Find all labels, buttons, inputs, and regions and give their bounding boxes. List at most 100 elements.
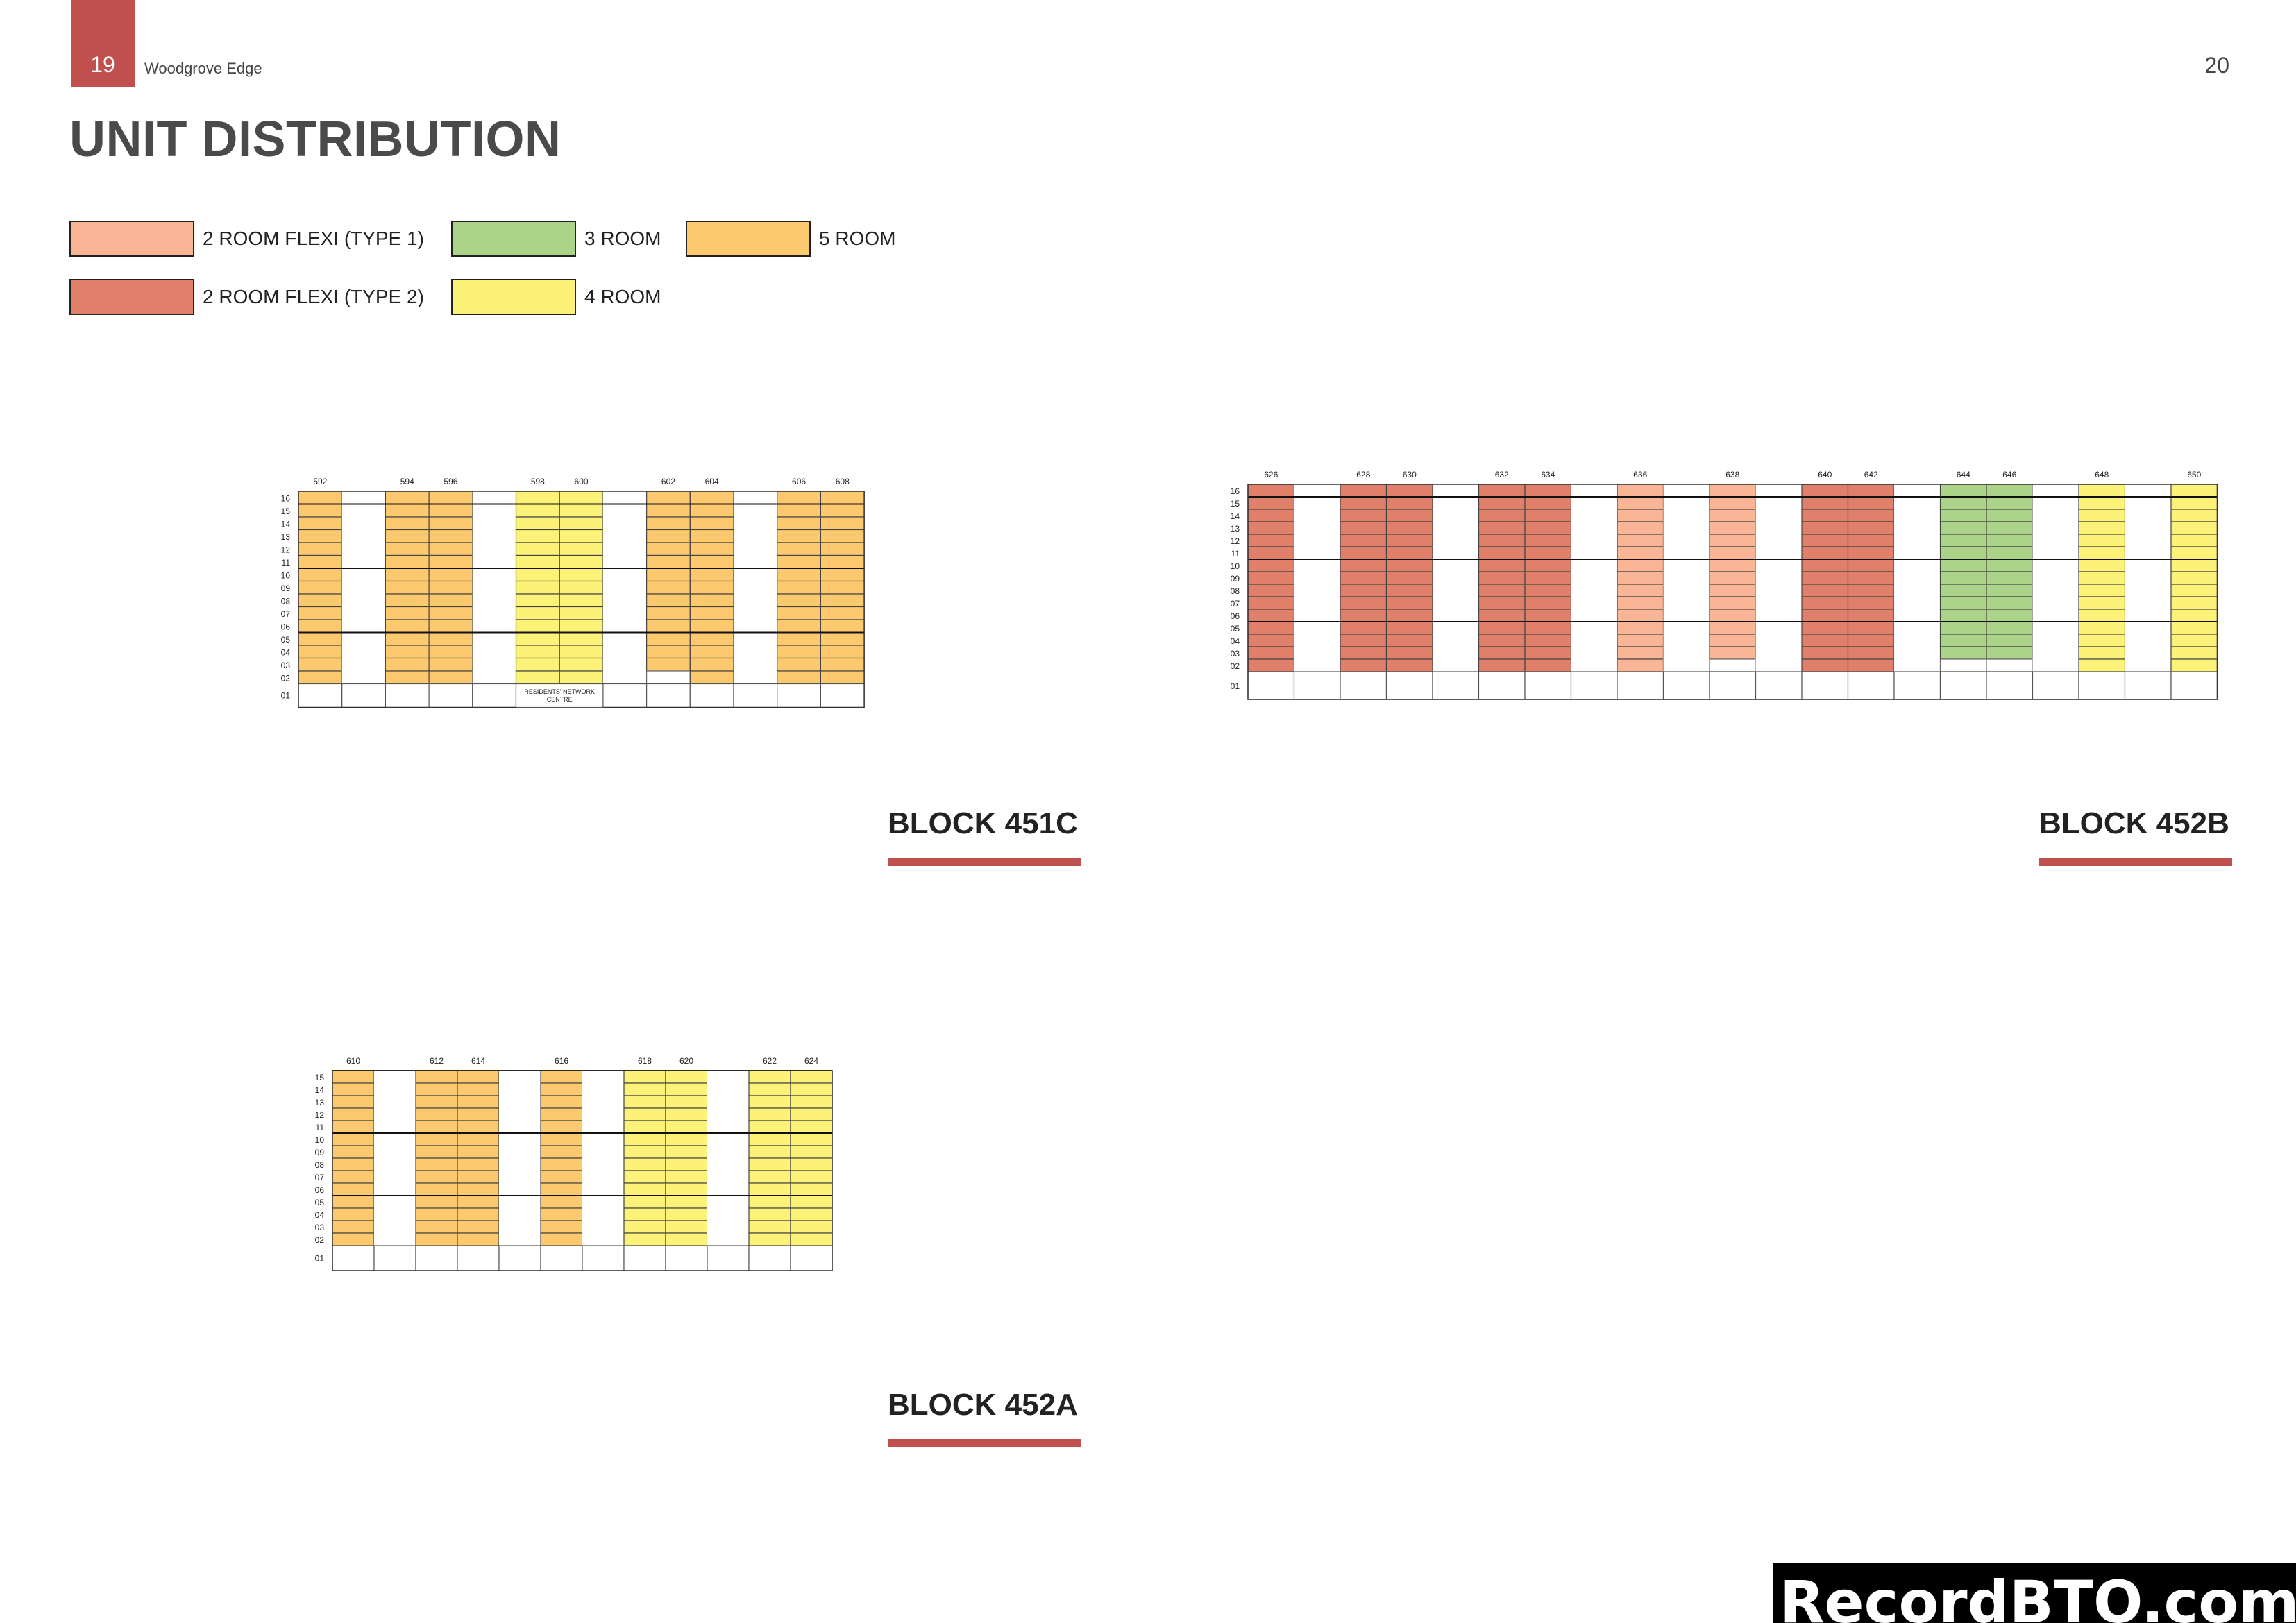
void-cell bbox=[1663, 622, 1710, 634]
unit-cell bbox=[385, 542, 430, 556]
unit-cell bbox=[415, 1220, 458, 1234]
void-cell bbox=[341, 658, 386, 671]
unit-cell bbox=[385, 606, 430, 620]
floor-label: 06 bbox=[315, 1185, 325, 1195]
unit-cell bbox=[623, 1082, 666, 1096]
unit-cell bbox=[1986, 609, 2034, 622]
unit-cell bbox=[1986, 571, 2034, 585]
legend-label: 2 ROOM FLEXI (TYPE 1) bbox=[203, 228, 424, 249]
unit-number-label: 598 bbox=[531, 477, 545, 486]
unit-cell bbox=[1801, 571, 1849, 585]
void-cell bbox=[1755, 522, 1802, 534]
unit-cell bbox=[1340, 621, 1387, 635]
unit-cell bbox=[332, 1195, 375, 1209]
void-cell bbox=[734, 620, 777, 633]
void-cell bbox=[1663, 634, 1710, 647]
void-cell bbox=[1294, 509, 1340, 522]
unit-cell bbox=[1340, 521, 1387, 535]
unit-cell bbox=[1478, 484, 1526, 498]
unit-cell bbox=[1247, 496, 1295, 510]
void-cell bbox=[2125, 509, 2171, 522]
unit-cell bbox=[748, 1195, 791, 1209]
watermark-text: RecordBTO.com bbox=[1780, 1568, 2296, 1623]
void-cell bbox=[1894, 572, 1941, 584]
unit-cell bbox=[559, 670, 604, 685]
floor-label: 04 bbox=[315, 1210, 325, 1220]
void-cell bbox=[1894, 647, 1941, 659]
unit-cell bbox=[777, 491, 822, 505]
void-cell bbox=[1894, 522, 1941, 534]
void-cell bbox=[2125, 634, 2171, 647]
void-cell bbox=[2032, 659, 2079, 672]
void-cell bbox=[1571, 509, 1617, 522]
void-cell bbox=[1894, 622, 1941, 634]
unit-cell bbox=[645, 503, 691, 518]
void-cell bbox=[602, 568, 647, 581]
unit-cell bbox=[1709, 584, 1757, 597]
void-cell bbox=[472, 529, 516, 543]
void-cell bbox=[341, 543, 386, 556]
unit-cell bbox=[332, 1207, 375, 1221]
unit-cell bbox=[332, 1107, 375, 1121]
void-cell bbox=[2125, 547, 2171, 559]
unit-cell bbox=[645, 554, 691, 569]
unit-cell bbox=[689, 670, 734, 685]
void-cell bbox=[1755, 634, 1802, 647]
unit-cell bbox=[689, 645, 734, 659]
unit-cell bbox=[1847, 521, 1895, 535]
unit-cell bbox=[665, 1182, 708, 1196]
unit-number-label: 594 bbox=[400, 477, 414, 486]
unit-cell bbox=[385, 516, 430, 531]
void-cell bbox=[1663, 647, 1710, 659]
void-cell bbox=[499, 1071, 541, 1083]
void-cell bbox=[707, 1208, 749, 1221]
void-cell bbox=[472, 671, 516, 684]
unit-cell bbox=[2078, 546, 2126, 560]
unit-cell bbox=[1247, 534, 1295, 547]
page-number-tab: 19 bbox=[71, 0, 135, 87]
residents-network-centre-cell bbox=[515, 683, 604, 708]
void-cell bbox=[374, 1108, 416, 1121]
unit-cell bbox=[2170, 496, 2218, 510]
legend-label: 4 ROOM bbox=[584, 286, 661, 307]
unit-cell bbox=[1524, 596, 1572, 610]
void-cell bbox=[1571, 547, 1617, 559]
void-cell bbox=[1894, 634, 1941, 647]
unit-cell bbox=[559, 554, 604, 569]
unit-cell bbox=[1801, 521, 1849, 535]
void-cell bbox=[734, 632, 777, 645]
unit-cell bbox=[540, 1107, 583, 1121]
void-cell bbox=[2125, 534, 2171, 547]
unit-cell bbox=[1524, 634, 1572, 647]
unit-cell bbox=[1801, 596, 1849, 610]
void-cell bbox=[1294, 622, 1340, 634]
void-cell bbox=[472, 632, 516, 645]
floor-label: 10 bbox=[1231, 561, 1240, 571]
void-cell bbox=[1663, 659, 1710, 672]
unit-cell bbox=[623, 1095, 666, 1109]
void-cell bbox=[2125, 497, 2171, 509]
unit-cell bbox=[1986, 484, 2034, 498]
unit-cell bbox=[623, 1195, 666, 1209]
void-cell bbox=[2032, 609, 2079, 622]
unit-cell bbox=[1478, 658, 1526, 672]
ground-note-text: RESIDENTS' NETWORK bbox=[524, 688, 595, 695]
void-cell bbox=[1571, 659, 1617, 672]
unit-cell bbox=[515, 606, 560, 620]
unit-cell bbox=[777, 606, 822, 620]
unit-cell bbox=[689, 503, 734, 518]
unit-cell bbox=[298, 554, 343, 569]
ground-floor-cell bbox=[332, 1245, 375, 1271]
ground-floor-cell bbox=[1432, 671, 1480, 700]
unit-cell bbox=[457, 1207, 500, 1221]
void-cell bbox=[1433, 534, 1479, 547]
void-cell bbox=[472, 606, 516, 620]
void-cell bbox=[374, 1183, 416, 1196]
void-cell bbox=[1663, 609, 1710, 622]
unit-cell bbox=[645, 568, 691, 582]
floor-label: 04 bbox=[281, 647, 291, 657]
void-cell bbox=[2125, 572, 2171, 584]
ground-floor-cell bbox=[1709, 671, 1757, 700]
void-cell bbox=[1433, 497, 1479, 509]
unit-cell bbox=[790, 1082, 833, 1096]
